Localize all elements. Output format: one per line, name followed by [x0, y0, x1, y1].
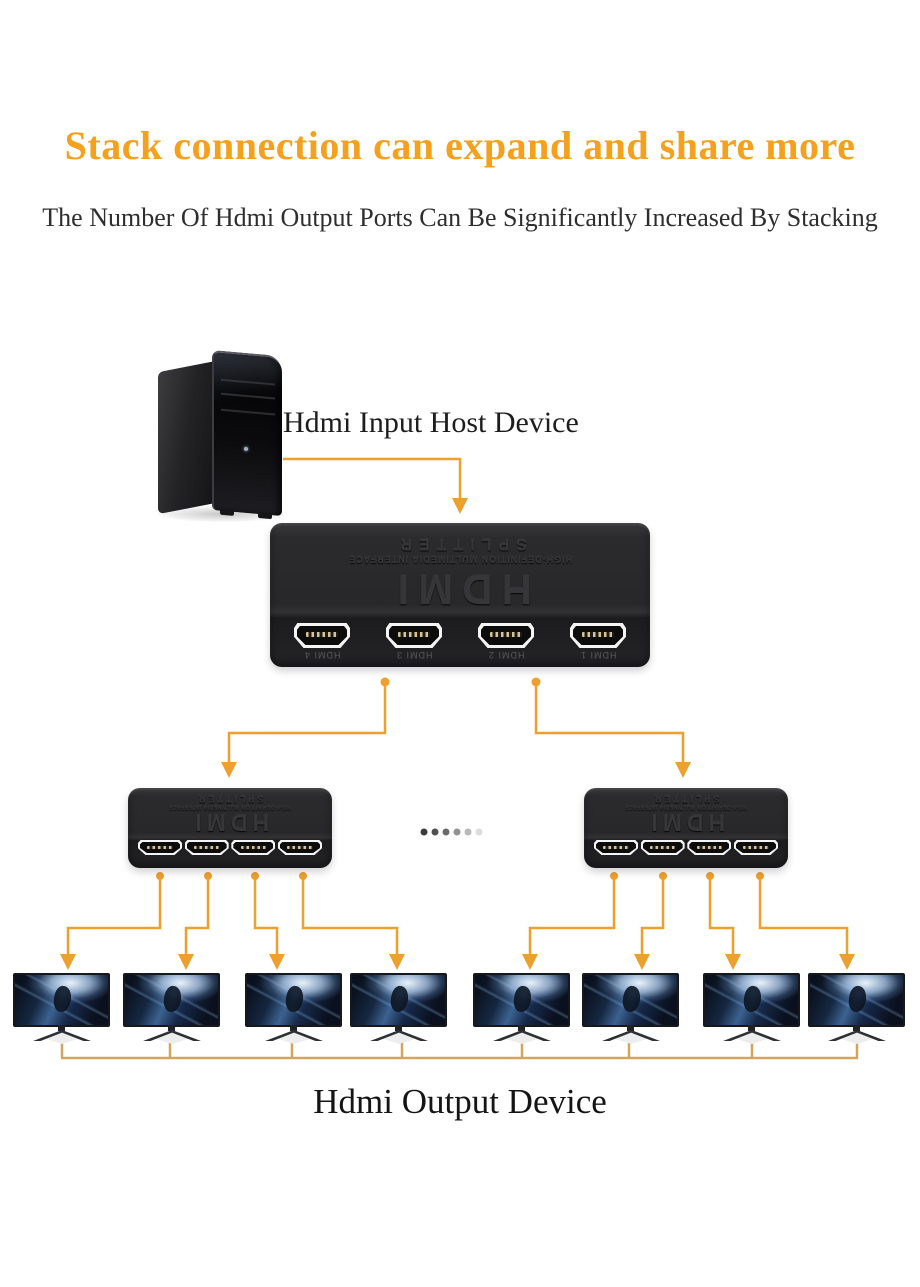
left-hdmi-splitter: HDMI HIGH-DEFINITION MULTIMEDIA INTERFAC… — [128, 788, 332, 868]
monitor-stand — [168, 1025, 175, 1031]
monitor-screen — [703, 973, 800, 1027]
monitor — [350, 973, 447, 1045]
monitor — [473, 973, 570, 1045]
hdmi-tagline: HIGH-DEFINITION MULTIMEDIA INTERFACE — [624, 803, 748, 810]
hdmi-port — [640, 840, 685, 855]
splitter-emboss-text: HDMI HIGH-DEFINITION MULTIMEDIA INTERFAC… — [140, 793, 320, 835]
input-device-label: Hdmi Input Host Device — [283, 406, 579, 439]
pc-foot — [258, 511, 272, 520]
arrows-left-splitter-to-monitors — [60, 872, 405, 970]
splitter-emboss-text: HDMI HIGH-DEFINITION MULTIMEDIA INTERFAC… — [596, 793, 776, 835]
hdmi-tagline: HIGH-DEFINITION MULTIMEDIA INTERFACE — [168, 803, 292, 810]
hdmi-port — [184, 840, 229, 855]
ellipsis-dots-icon — [420, 828, 483, 836]
monitor-screen — [13, 973, 110, 1027]
right-hdmi-splitter: HDMI HIGH-DEFINITION MULTIMEDIA INTERFAC… — [584, 788, 788, 868]
hdmi-port — [386, 623, 442, 648]
monitor-screen — [473, 973, 570, 1027]
monitor-stand — [395, 1025, 402, 1031]
pc-drive-bay — [221, 378, 275, 386]
monitor-screen — [582, 973, 679, 1027]
hdmi-port — [138, 840, 182, 855]
pc-tower — [156, 349, 290, 524]
hdmi-port-unit: HDMI 4 — [294, 623, 350, 660]
hdmi-port — [231, 840, 276, 855]
hdmi-port-unit: HDMI 1 — [570, 623, 626, 660]
splitter-label: SPLITTER — [196, 793, 264, 804]
hdmi-port — [687, 840, 732, 855]
monitor-screen — [808, 973, 905, 1027]
hdmi-port-label: HDMI 4 — [303, 650, 341, 660]
hdmi-port — [478, 623, 534, 648]
hdmi-port — [733, 840, 778, 855]
hdmi-port-label: HDMI 3 — [395, 650, 433, 660]
pc-front-panel — [212, 349, 282, 520]
monitor-stand — [58, 1025, 65, 1031]
hdmi-logo: HDMI — [388, 566, 532, 614]
pc-power-led — [244, 446, 248, 452]
hdmi-port — [277, 840, 322, 855]
splitter-label: SPLITTER — [652, 793, 720, 804]
hdmi-port-unit: HDMI 2 — [478, 623, 534, 660]
pc-foot — [220, 508, 234, 516]
page-title: Stack connection can expand and share mo… — [64, 123, 856, 168]
monitor-stand — [518, 1025, 525, 1031]
arrow-main-to-left — [221, 677, 390, 778]
hdmi-port-label: HDMI 1 — [579, 650, 617, 660]
monitor — [123, 973, 220, 1045]
monitor — [582, 973, 679, 1045]
splitter-label: SPLITTER — [393, 535, 527, 553]
hdmi-tagline: HIGH-DEFINITION MULTIMEDIA INTERFACE — [348, 554, 572, 565]
monitor-stand — [290, 1025, 297, 1031]
monitor-screen — [123, 973, 220, 1027]
hdmi-logo: HDMI — [646, 809, 726, 836]
pc-drive-bay — [221, 408, 275, 416]
arrow-main-to-right — [531, 677, 691, 778]
page-subtitle: The Number Of Hdmi Output Ports Can Be S… — [42, 203, 878, 232]
hdmi-port-row — [584, 840, 788, 855]
hdmi-port — [294, 623, 350, 648]
hdmi-port — [570, 623, 626, 648]
hdmi-port — [594, 840, 638, 855]
monitor — [13, 973, 110, 1045]
hdmi-port-row — [128, 840, 332, 855]
monitor — [703, 973, 800, 1045]
monitor-stand — [627, 1025, 634, 1031]
monitor-screen — [350, 973, 447, 1027]
monitor — [245, 973, 342, 1045]
splitter-emboss-text: HDMI HIGH-DEFINITION MULTIMEDIA INTERFAC… — [293, 535, 627, 614]
monitor — [808, 973, 905, 1045]
pc-drive-bay — [221, 392, 275, 400]
hdmi-port-unit: HDMI 3 — [386, 623, 442, 660]
monitor-stand — [853, 1025, 860, 1031]
arrow-host-to-main — [283, 457, 468, 514]
monitor-screen — [245, 973, 342, 1027]
main-hdmi-splitter: HDMI HIGH-DEFINITION MULTIMEDIA INTERFAC… — [270, 523, 650, 667]
output-device-label: Hdmi Output Device — [313, 1082, 607, 1121]
hdmi-port-label: HDMI 2 — [487, 650, 525, 660]
arrows-right-splitter-to-monitors — [522, 872, 855, 970]
hdmi-port-row: HDMI 4 HDMI 3 HDMI 2 HDMI 1 — [270, 623, 650, 660]
monitor-stand — [748, 1025, 755, 1031]
hdmi-logo: HDMI — [190, 809, 270, 836]
